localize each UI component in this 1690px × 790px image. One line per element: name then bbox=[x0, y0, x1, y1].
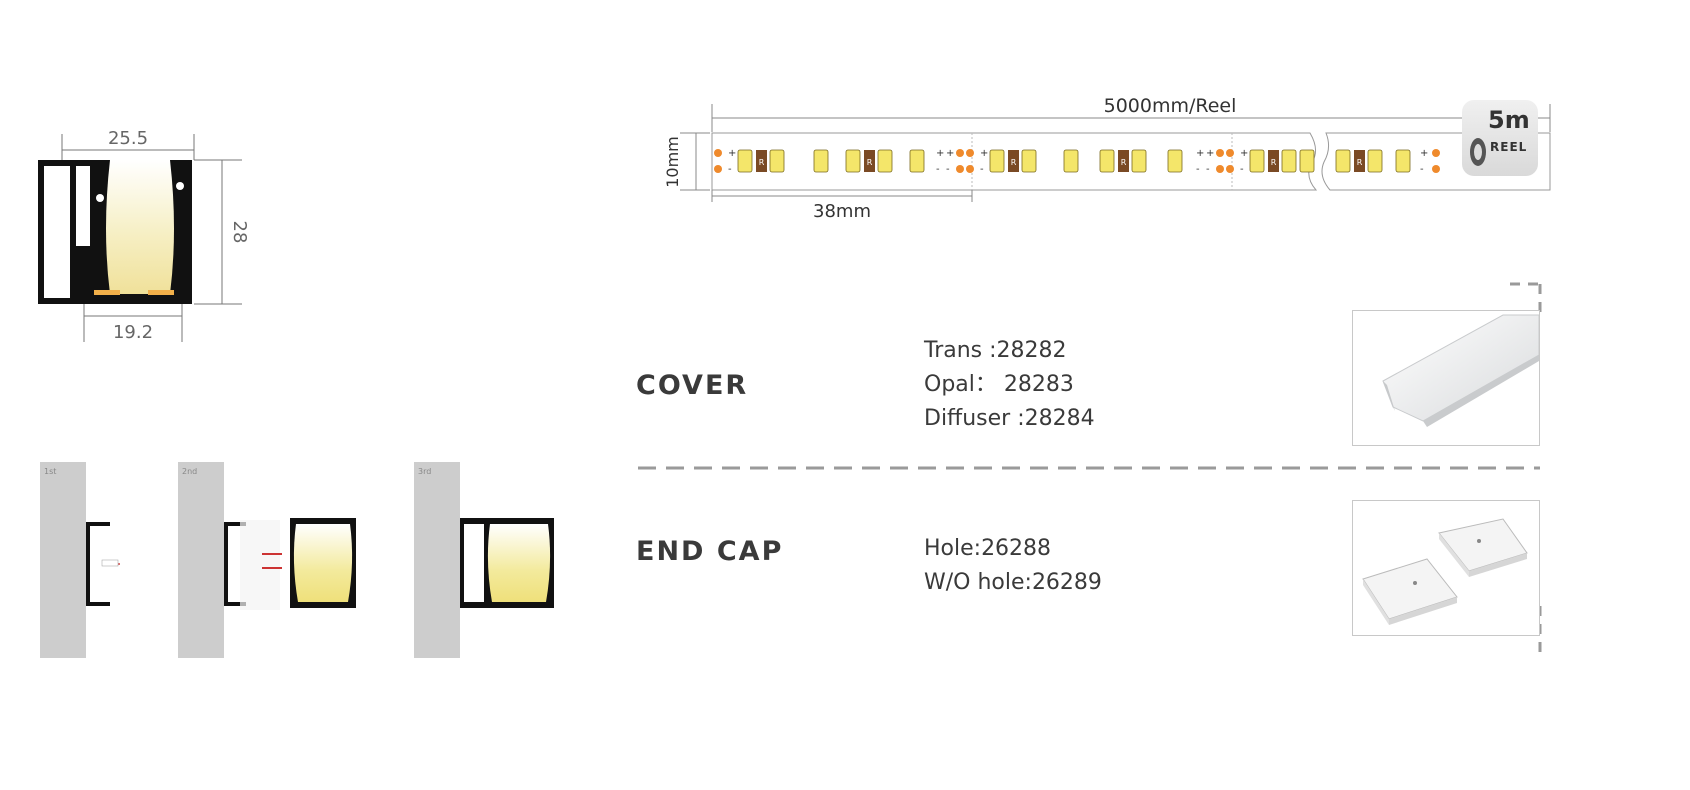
strip-length-label: 5000mm/Reel bbox=[1104, 95, 1237, 117]
cover-option-opal: Opal： 28283 bbox=[924, 372, 1074, 397]
installation-step-3: 3rd bbox=[414, 462, 554, 658]
strip-width-label: 10mm bbox=[663, 136, 682, 188]
led-chip bbox=[1167, 149, 1183, 173]
led-chip bbox=[1063, 149, 1079, 173]
end-cap-title: END CAP bbox=[636, 536, 784, 567]
led-chip bbox=[1131, 149, 1147, 173]
cover-option-diffuser: Diffuser :28284 bbox=[924, 406, 1095, 431]
cover-illustration bbox=[1382, 314, 1540, 427]
minus-mark: - bbox=[946, 164, 950, 175]
resistor-mark: R bbox=[1271, 158, 1277, 167]
minus-mark: - bbox=[936, 164, 940, 175]
solder-pad bbox=[956, 165, 964, 173]
step-2-label: 2nd bbox=[182, 467, 197, 476]
profile-body bbox=[38, 160, 192, 304]
reel-length-value: 5m bbox=[1488, 106, 1530, 134]
solder-pad bbox=[1432, 165, 1440, 173]
led-chip bbox=[845, 149, 861, 173]
minus-mark: - bbox=[1240, 164, 1244, 175]
cover-photo bbox=[1352, 310, 1540, 446]
led-chip bbox=[769, 149, 785, 173]
minus-mark: - bbox=[1206, 164, 1210, 175]
plus-mark: + bbox=[1240, 148, 1248, 159]
solder-pad bbox=[1226, 149, 1234, 157]
led-chip bbox=[1335, 149, 1351, 173]
end-cap-option-hole: Hole:26288 bbox=[924, 536, 1052, 561]
solder-pad bbox=[956, 149, 964, 157]
solder-pad bbox=[1432, 149, 1440, 157]
led-chip bbox=[737, 149, 753, 173]
cover-options: Trans :28282 Opal： 28283 Diffuser :28284 bbox=[924, 334, 1095, 436]
resistor bbox=[1268, 150, 1279, 172]
resistor-mark: R bbox=[1357, 158, 1363, 167]
led-chip bbox=[877, 149, 893, 173]
cut-length-label: 38mm bbox=[813, 201, 871, 222]
resistor bbox=[1008, 150, 1019, 172]
resistor bbox=[864, 150, 875, 172]
resistor-mark: R bbox=[1011, 158, 1017, 167]
separator-lines bbox=[638, 282, 1542, 656]
led-chip bbox=[1367, 149, 1383, 173]
led-chip bbox=[1395, 149, 1411, 173]
minus-mark: - bbox=[1196, 164, 1200, 175]
step-1-label: 1st bbox=[44, 467, 56, 476]
led-chip bbox=[1021, 149, 1037, 173]
solder-pad bbox=[714, 149, 722, 157]
plus-mark: + bbox=[936, 148, 944, 159]
resistor bbox=[756, 150, 767, 172]
dim-top-label: 25.5 bbox=[108, 128, 148, 149]
profile-cross-section: 25.5 28 19.2 bbox=[38, 128, 250, 343]
solder-pad bbox=[1216, 149, 1224, 157]
led-chip bbox=[1249, 149, 1265, 173]
solder-pad bbox=[714, 165, 722, 173]
solder-pad bbox=[966, 165, 974, 173]
strip-body bbox=[711, 132, 1551, 191]
led-chip bbox=[1099, 149, 1115, 173]
solder-pad bbox=[966, 149, 974, 157]
reel-badge: 5m REEL bbox=[1462, 100, 1538, 176]
cover-title: COVER bbox=[636, 370, 749, 401]
resistor bbox=[1118, 150, 1129, 172]
reel-icon bbox=[1470, 138, 1486, 166]
dim-bottom-label: 19.2 bbox=[113, 322, 153, 343]
solder-pad bbox=[1226, 165, 1234, 173]
plus-mark: + bbox=[980, 148, 988, 159]
led-chip bbox=[813, 149, 829, 173]
dim-right-label: 28 bbox=[229, 221, 250, 244]
led-chip bbox=[989, 149, 1005, 173]
plus-mark: + bbox=[728, 148, 736, 159]
minus-mark: - bbox=[1420, 164, 1424, 175]
plus-mark: + bbox=[946, 148, 954, 159]
installation-step-2: 2nd bbox=[178, 462, 356, 658]
resistor-mark: R bbox=[759, 158, 765, 167]
plus-mark: + bbox=[1196, 148, 1204, 159]
minus-mark: - bbox=[728, 164, 732, 175]
end-cap-option-no-hole: W/O hole:26289 bbox=[924, 570, 1102, 595]
solder-pad bbox=[1216, 165, 1224, 173]
end-cap-options: Hole:26288 W/O hole:26289 bbox=[924, 532, 1102, 600]
resistor-mark: R bbox=[867, 158, 873, 167]
installation-step-1: 1st bbox=[40, 462, 120, 658]
led-chip bbox=[1281, 149, 1297, 173]
resistor-mark: R bbox=[1121, 158, 1127, 167]
plus-mark: + bbox=[1206, 148, 1214, 159]
led-chip bbox=[909, 149, 925, 173]
cover-option-trans: Trans :28282 bbox=[924, 338, 1067, 363]
step-3-label: 3rd bbox=[418, 467, 431, 476]
end-cap-photo bbox=[1352, 500, 1540, 636]
end-cap-illustration bbox=[1362, 518, 1528, 625]
led-chip bbox=[1299, 149, 1315, 173]
reel-label: REEL bbox=[1490, 140, 1528, 154]
minus-mark: - bbox=[980, 164, 984, 175]
plus-mark: + bbox=[1420, 148, 1428, 159]
resistor bbox=[1354, 150, 1365, 172]
